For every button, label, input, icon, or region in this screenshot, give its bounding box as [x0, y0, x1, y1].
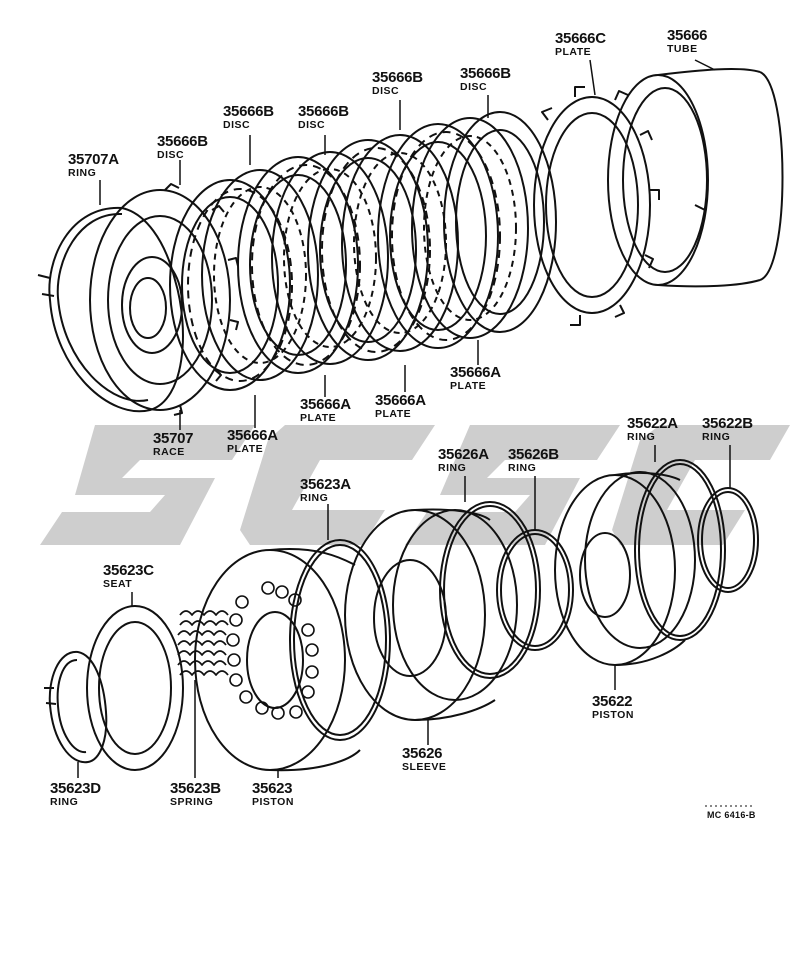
leader-lines — [77, 59, 731, 778]
part-name: PLATE — [300, 412, 337, 424]
part-number: 35623B — [170, 780, 221, 797]
label-35626b-ring: 35626B RING — [508, 447, 559, 474]
part-number: 35622A — [627, 415, 678, 432]
part-number: 35622 — [592, 693, 633, 710]
plate-35666a-2 — [237, 156, 361, 374]
piston-35623 — [194, 548, 361, 772]
label-35623c-seat: 35623C SEAT — [103, 563, 154, 590]
part-number: 35622B — [702, 415, 753, 432]
label-35707a-ring: 35707A RING — [68, 152, 119, 179]
part-number: 35623C — [103, 562, 154, 579]
seat-35623c — [86, 605, 184, 771]
part-name: PLATE — [555, 46, 592, 58]
plate-35666a-3 — [307, 139, 431, 361]
part-name: RING — [68, 167, 97, 179]
ring-35622b — [697, 487, 759, 593]
plate-35666c — [533, 86, 660, 326]
part-name: PISTON — [252, 796, 294, 808]
part-number: 35626B — [508, 446, 559, 463]
part-name: PLATE — [227, 443, 264, 455]
tube-35666 — [607, 67, 784, 288]
part-number: 35666B — [298, 103, 349, 120]
part-name: DISC — [298, 119, 326, 131]
label-35622-piston: 35622 PISTON — [592, 694, 634, 721]
race-35707 — [89, 183, 239, 416]
part-name: RING — [300, 492, 329, 504]
watermark-logo — [40, 425, 790, 545]
label-35666a-plate-2: 35666A PLATE — [300, 397, 351, 424]
label-35622b-ring: 35622B RING — [702, 416, 753, 443]
part-name: SPRING — [170, 796, 214, 808]
springs-35623b — [177, 610, 229, 676]
part-name: RACE — [153, 446, 185, 458]
part-name: DISC — [157, 149, 185, 161]
label-35626a-ring: 35626A RING — [438, 447, 489, 474]
part-name: PLATE — [450, 380, 487, 392]
disc-35666b-5 — [443, 111, 557, 333]
label-35666c-plate: 35666C PLATE — [555, 31, 606, 58]
part-number: 35666B — [460, 65, 511, 82]
part-number: 35666B — [372, 69, 423, 86]
part-number: 35626A — [438, 446, 489, 463]
disc-35666b-1 — [201, 169, 319, 381]
label-35666a-plate-3: 35666A PLATE — [375, 393, 426, 420]
label-35666a-plate-1: 35666A PLATE — [227, 428, 278, 455]
part-number: 35666B — [157, 133, 208, 150]
label-35666b-disc-1: 35666B DISC — [223, 104, 274, 131]
part-number: 35623A — [300, 476, 351, 493]
part-number: 35666C — [555, 30, 606, 47]
ring-35626a — [439, 501, 541, 679]
snap-ring-35707a — [37, 206, 184, 413]
label-35666b-disc-2: 35666B DISC — [298, 104, 349, 131]
part-number: 35666A — [375, 392, 426, 409]
part-name: DISC — [223, 119, 251, 131]
part-number: 35623D — [50, 780, 101, 797]
label-35623b-spring: 35623B SPRING — [170, 781, 221, 808]
label-35707-race: 35707 RACE — [153, 430, 194, 458]
label-35666b-disc-3: 35666B DISC — [372, 70, 423, 97]
part-number: 35623 — [252, 780, 293, 797]
ring-35623d — [44, 650, 108, 764]
clutch-pack — [169, 111, 557, 391]
part-number: 35666 — [667, 27, 708, 44]
label-35622a-ring: 35622A RING — [627, 416, 678, 443]
part-number: 35666A — [450, 364, 501, 381]
drawing-code: MC 6416-B — [707, 810, 756, 820]
part-name: RING — [702, 431, 731, 443]
part-name: SEAT — [103, 578, 133, 590]
label-35623a-ring: 35623A RING — [300, 477, 351, 504]
part-name: TUBE — [667, 43, 698, 55]
spring-pockets — [226, 581, 319, 720]
part-name: RING — [50, 796, 79, 808]
part-name: SLEEVE — [402, 761, 447, 773]
ring-35622a — [634, 459, 726, 641]
part-number: 35666A — [227, 427, 278, 444]
part-name: PISTON — [592, 709, 634, 721]
ring-35623a — [289, 539, 391, 741]
plate-35666a-4 — [377, 123, 501, 349]
label-35666b-disc-4: 35666B DISC — [460, 66, 511, 93]
label-35626-sleeve: 35626 SLEEVE — [402, 746, 446, 773]
part-name: DISC — [372, 85, 400, 97]
label-35666-tube: 35666 TUBE — [667, 27, 708, 55]
part-number: 35666A — [300, 396, 351, 413]
part-name: PLATE — [375, 408, 412, 420]
part-name: RING — [508, 462, 537, 474]
part-number: 35666B — [223, 103, 274, 120]
disc-35666b-2 — [271, 151, 389, 365]
part-number: 35626 — [402, 745, 443, 762]
label-35623-piston: 35623 PISTON — [252, 781, 294, 808]
part-number: 35707 — [153, 430, 194, 447]
plate-35666a-1 — [169, 179, 293, 391]
part-number: 35707A — [68, 151, 119, 168]
part-name: RING — [438, 462, 467, 474]
part-name: RING — [627, 431, 656, 443]
disc-35666b-4 — [411, 117, 529, 339]
part-name: DISC — [460, 81, 488, 93]
label-35666a-plate-4: 35666A PLATE — [450, 365, 501, 392]
label-35623d-ring: 35623D RING — [50, 781, 101, 808]
label-35666b-disc-5: 35666B DISC — [157, 134, 208, 161]
